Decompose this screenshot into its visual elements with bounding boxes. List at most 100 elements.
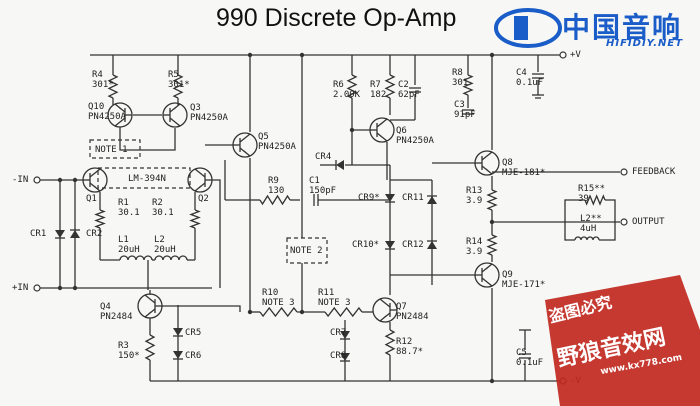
q2-transistor [194, 182, 206, 192]
r4-resistor [107, 74, 119, 99]
r3-resistor [144, 334, 156, 361]
cr7-diode [340, 331, 350, 339]
r15-label: R15** 39 [578, 184, 606, 204]
wire [162, 305, 241, 312]
q1-transistor [89, 182, 101, 192]
cr8-label: CR8 [330, 351, 347, 361]
cr2-label: CR2 [86, 229, 103, 239]
q5-transistor [244, 150, 248, 154]
q9-transistor [481, 277, 493, 287]
q7-transistor [379, 298, 391, 308]
note1-label: NOTE 1 [95, 145, 128, 155]
q1-transistor [89, 168, 101, 178]
q8-transistor [481, 165, 493, 175]
plus-in-terminal [33, 284, 41, 292]
r13-resistor [486, 189, 498, 211]
junction-dot [489, 378, 495, 384]
junction-dot [72, 177, 78, 183]
wire [564, 199, 585, 222]
cr10-diode [385, 241, 395, 249]
l1-label: L1 20uH [118, 235, 140, 255]
r2-resistor [189, 209, 201, 229]
wire [212, 179, 221, 288]
r5-label: R5 301* [168, 70, 190, 90]
r10-resistor [259, 306, 298, 318]
q9-transistor [481, 263, 493, 273]
cr1-diode [55, 230, 65, 238]
q4-transistor [144, 308, 156, 318]
plus-in-label: +IN [12, 283, 29, 293]
q7-transistor [382, 315, 386, 319]
r7-resistor [384, 74, 396, 99]
q6-transistor [376, 132, 388, 142]
note1-box [89, 139, 141, 159]
junction-dot [349, 127, 355, 133]
c1-label: C1 150pF [309, 176, 337, 196]
cr1-label: CR1 [30, 229, 47, 239]
q5-transistor [239, 147, 251, 157]
cr4-label: CR4 [315, 152, 332, 162]
r1-resistor [94, 209, 106, 229]
q8-transistor [486, 168, 490, 172]
feedback-terminal [620, 168, 628, 176]
cr6-label: CR6 [185, 351, 202, 361]
r14-resistor [486, 234, 498, 256]
cr12-label: CR12 [402, 240, 424, 250]
note2-label: NOTE 2 [290, 246, 323, 256]
r1-label: R1 30.1 [118, 198, 140, 218]
q3-transistor [169, 117, 181, 127]
r2-label: R2 30.1 [152, 198, 174, 218]
q10-transistor [114, 117, 126, 127]
q3-transistor [174, 106, 178, 110]
q2-transistor [194, 168, 206, 178]
cr5-diode [173, 328, 183, 336]
junction-dot [299, 309, 305, 315]
q5-transistor [239, 133, 251, 143]
q1-label: Q1 [86, 194, 97, 204]
r13-label: R13 3.9 [466, 186, 483, 206]
r11-label: R11 NOTE 3 [318, 288, 351, 308]
note2-box [286, 237, 328, 264]
l2b-label: L2** 4uH [580, 214, 602, 234]
q1-transistor [94, 185, 98, 189]
q4-transistor [144, 294, 156, 304]
q6-label: Q6 PN4250A [396, 126, 434, 146]
vplus-label: +V [570, 50, 581, 60]
r14-label: R14 3.9 [466, 237, 483, 257]
q7-transistor [379, 312, 391, 322]
cr7-label: CR7 [330, 328, 347, 338]
logo-english-text: HIFIDIY.NET [606, 38, 684, 49]
r15-resistor [584, 194, 606, 206]
r4-label: R4 301* [92, 70, 114, 90]
cr11-label: CR11 [402, 193, 424, 203]
r10-label: R10 NOTE 3 [262, 288, 295, 308]
q10-transistor [114, 103, 126, 113]
cr10-label: CR10* [352, 240, 380, 250]
q10-label: Q10 PN4250A [88, 102, 126, 122]
q8-label: Q8 MJE-181* [502, 158, 546, 178]
output-terminal [620, 218, 628, 226]
r12-resistor [384, 329, 396, 356]
junction-dot [57, 285, 63, 291]
c3-label: C3 91pF [454, 100, 476, 120]
r7-label: R7 182 [370, 80, 387, 100]
cr2-diode [70, 230, 80, 238]
wire [119, 128, 176, 151]
l2-output-coil [574, 236, 600, 241]
r6-label: R6 2.00K [333, 80, 361, 100]
cr9-label: CR9* [358, 193, 380, 203]
r9-label: R9 130 [268, 176, 285, 196]
junction-dot [489, 52, 495, 58]
r12-label: R12 88.7* [396, 337, 424, 357]
q7-label: Q7 PN2484 [396, 302, 429, 322]
q4-label: Q4 PN2484 [100, 302, 133, 322]
q2-label: Q2 [198, 194, 209, 204]
junction-dot [72, 285, 78, 291]
diagram-title: 990 Discrete Op-Amp [216, 4, 457, 32]
r9-resistor [259, 194, 291, 206]
l2-label: L2 20uH [154, 235, 176, 255]
output-label: OUTPUT [632, 217, 665, 227]
